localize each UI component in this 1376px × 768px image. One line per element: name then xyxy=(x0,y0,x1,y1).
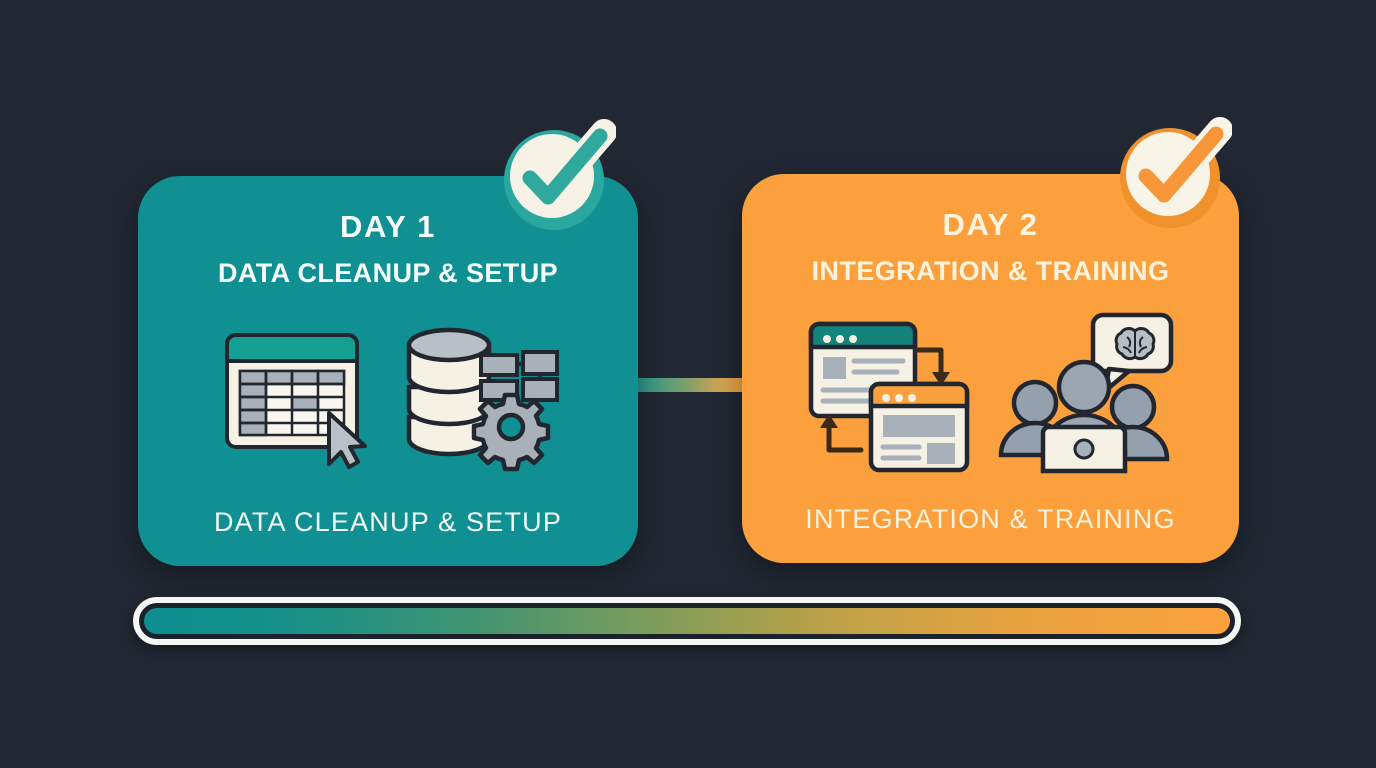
card-connector xyxy=(626,378,756,392)
day-2-subtitle: INTEGRATION & TRAINING xyxy=(811,256,1170,286)
day-2-card[interactable]: DAY 2 INTEGRATION & TRAINING xyxy=(742,174,1239,563)
window-sync-icon xyxy=(799,310,979,483)
day-1-day-label: DAY 1 xyxy=(340,209,436,244)
timeline-progress-fill xyxy=(144,608,1230,634)
day-1-subtitle: DATA CLEANUP & SETUP xyxy=(217,258,558,288)
day-1-caption: DATA CLEANUP & SETUP xyxy=(213,507,563,537)
timeline-progress-bar[interactable] xyxy=(133,597,1241,645)
day-2-icon-row xyxy=(742,309,1239,484)
day-1-card[interactable]: DAY 1 DATA CLEANUP & SETUP xyxy=(138,176,638,566)
day-2-day-label: DAY 2 xyxy=(942,207,1039,242)
day-2-caption: INTEGRATION & TRAINING xyxy=(805,504,1176,534)
database-gear-icon xyxy=(393,319,568,479)
spreadsheet-cursor-icon xyxy=(209,321,379,476)
day-1-icon-row xyxy=(138,311,638,486)
team-training-icon xyxy=(993,307,1183,487)
